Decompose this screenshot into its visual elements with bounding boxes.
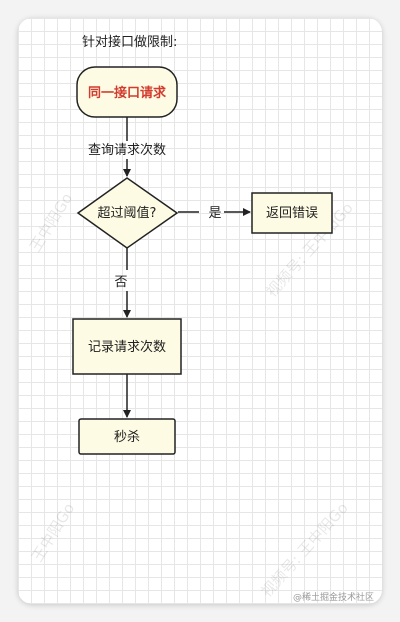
- edge-label-query: 查询请求次数: [88, 142, 166, 158]
- node-kill: [78, 418, 176, 455]
- watermark-left-bottom: 王中阳Go: [28, 500, 78, 565]
- node-kill-label: 秒杀: [114, 430, 140, 445]
- credit-label: @稀土掘金技术社区: [293, 591, 374, 603]
- node-start-label: 同一接口请求: [88, 85, 167, 101]
- diagram-canvas: 王中阳Go 视频号: 王中阳Go 王中阳Go 视频号: 王中阳Go 针对接口做限…: [18, 18, 382, 604]
- edge-label-yes: 是: [208, 206, 221, 221]
- node-record-label: 记录请求次数: [88, 339, 166, 355]
- edge-label-no: 否: [114, 275, 127, 290]
- node-error: [251, 192, 333, 234]
- node-error-label: 返回错误: [266, 206, 318, 221]
- diagram-title: 针对接口做限制:: [82, 34, 177, 50]
- watermark-left-top: 王中阳Go: [26, 190, 76, 255]
- node-record: [72, 318, 182, 375]
- node-decision: [76, 177, 179, 249]
- flowchart: 王中阳Go 视频号: 王中阳Go 王中阳Go 视频号: 王中阳Go 针对接口做限…: [26, 34, 374, 603]
- watermark-right-bottom: 视频号: 王中阳Go: [258, 499, 352, 601]
- node-start: [76, 66, 178, 118]
- node-decision-label: 超过阈值?: [98, 205, 157, 221]
